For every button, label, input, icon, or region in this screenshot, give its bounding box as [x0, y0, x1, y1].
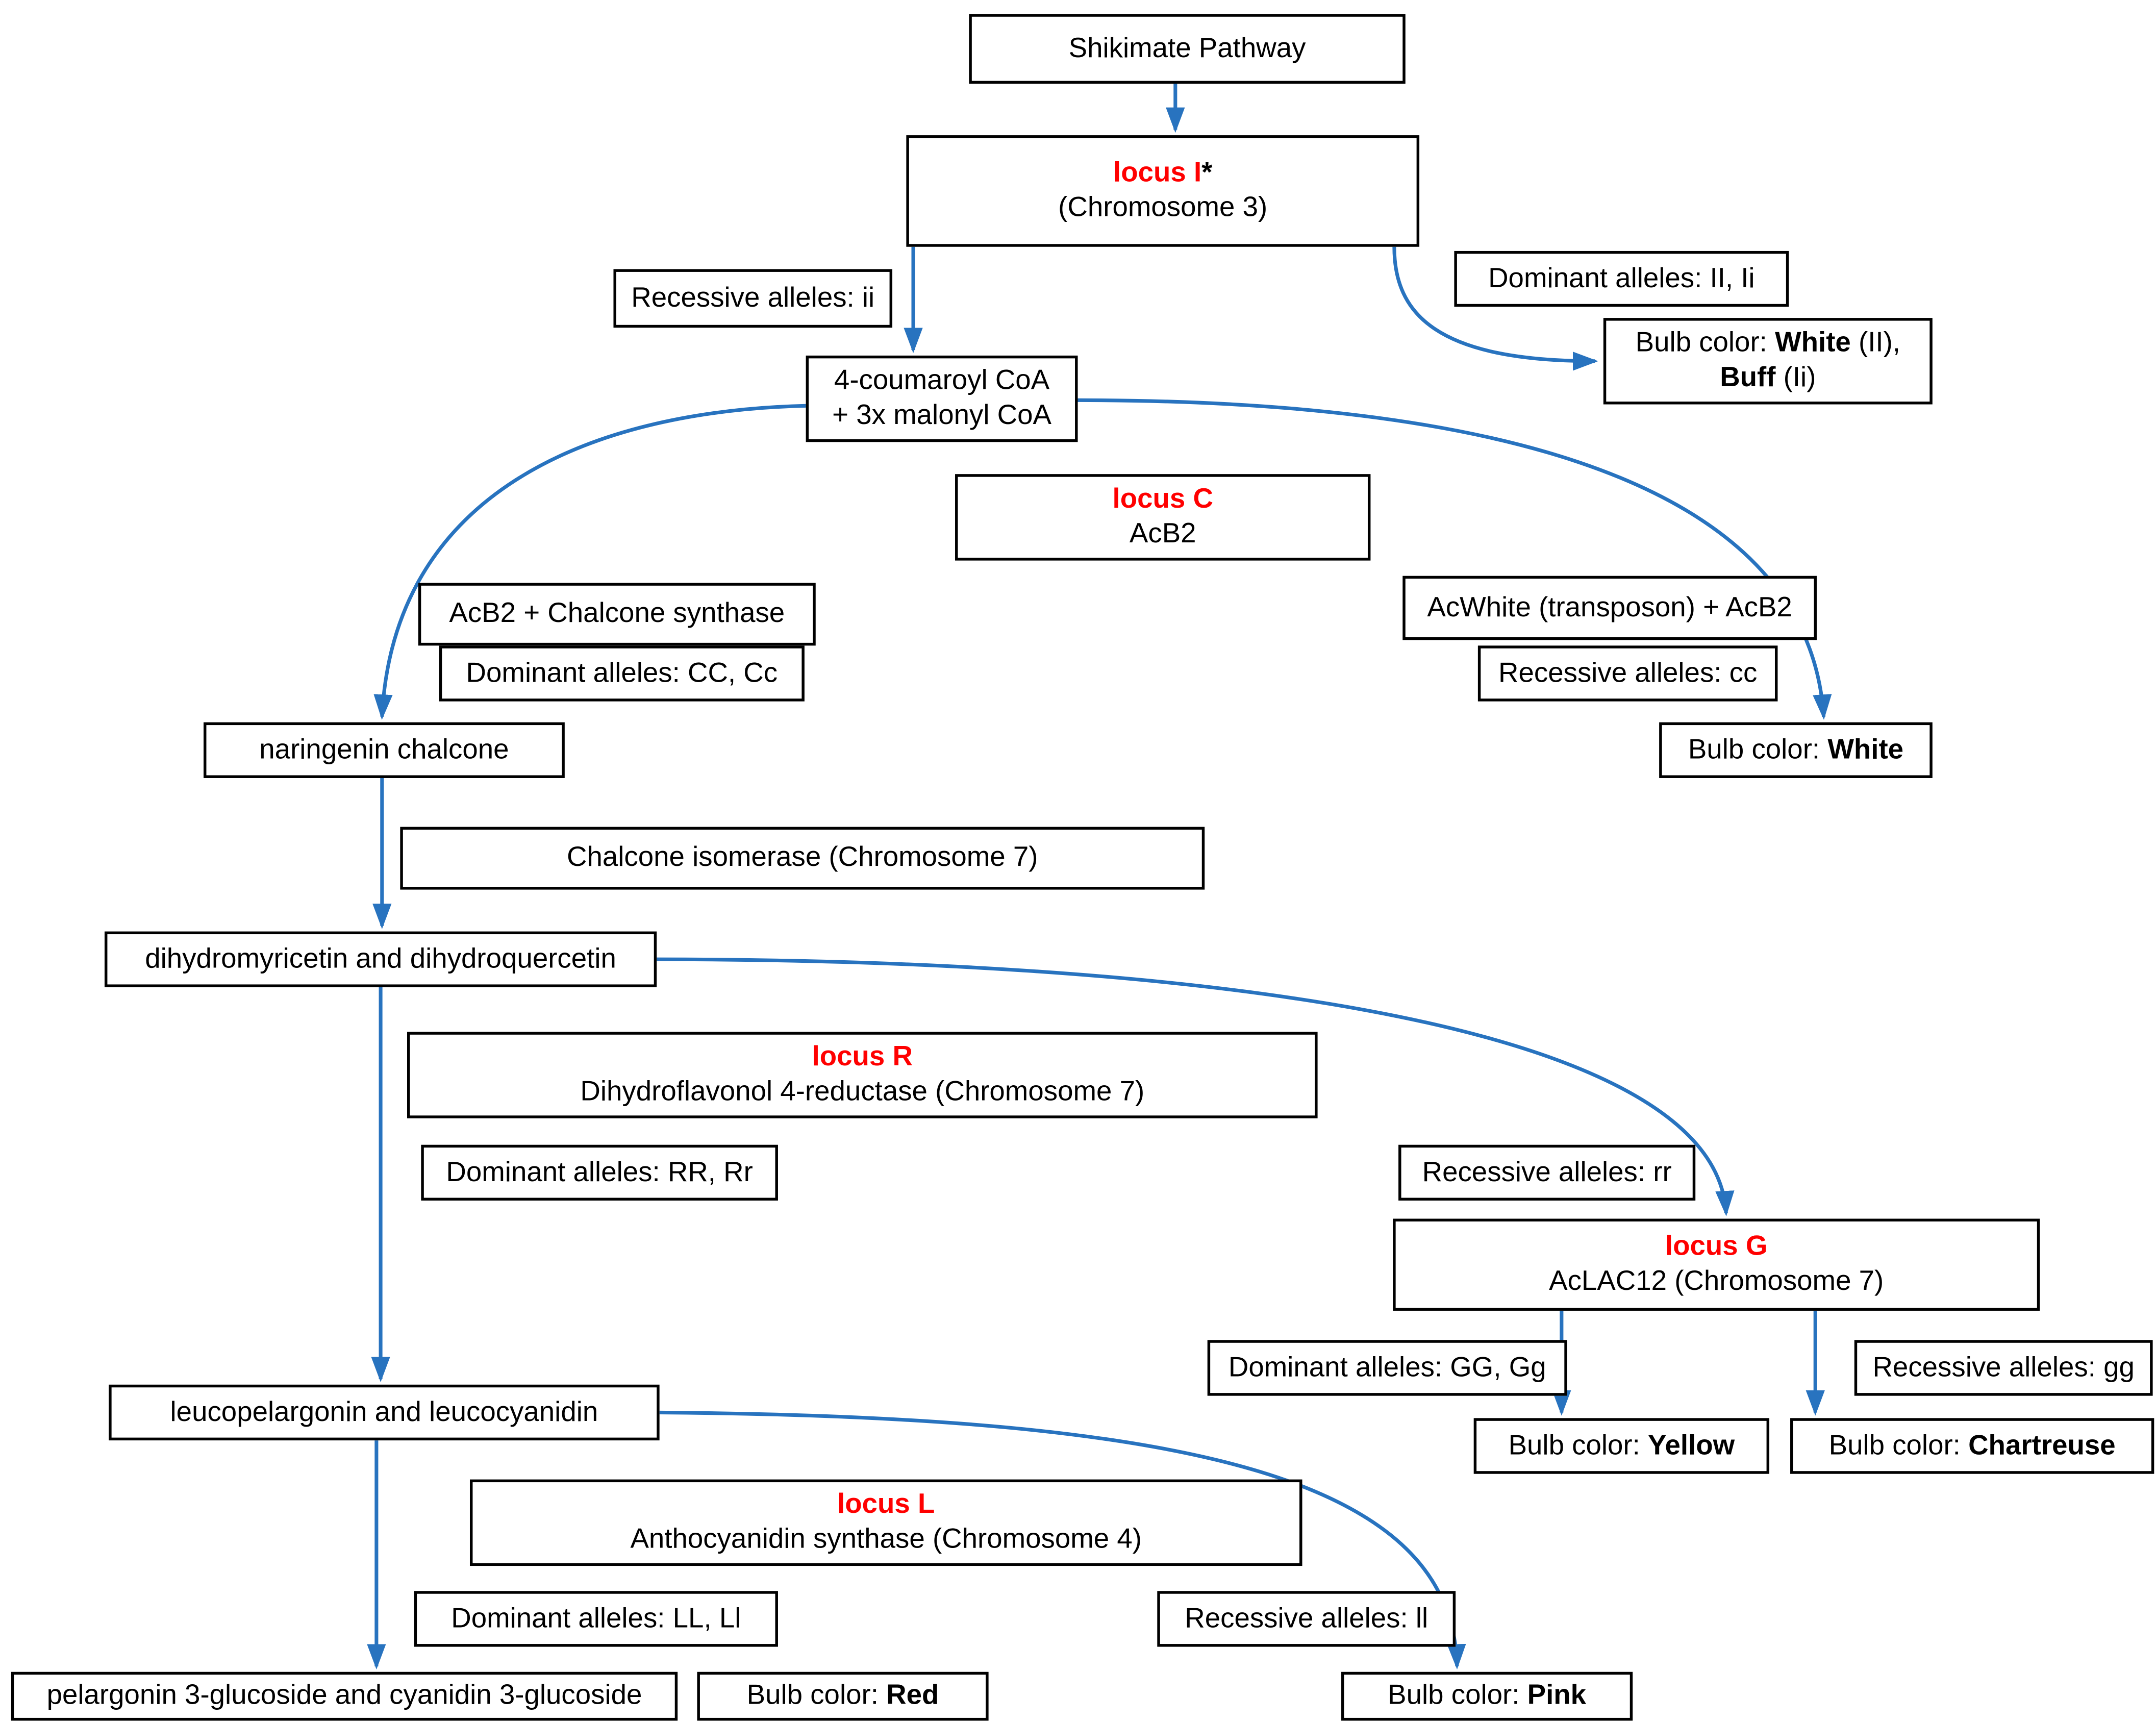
locus-i-title-line: locus I*: [1113, 156, 1212, 191]
bulb-pink-text: Bulb color: Pink: [1388, 1679, 1586, 1713]
dihydro-label: dihydromyricetin and dihydroquercetin: [145, 943, 616, 974]
node-dominant-alleles-ll: Dominant alleles: LL, Ll: [414, 1591, 778, 1647]
recessive-ll-label: Recessive alleles: ll: [1185, 1603, 1428, 1634]
node-locus-g: locus G AcLAC12 (Chromosome 7): [1393, 1218, 2040, 1311]
locus-g-subtitle: AcLAC12 (Chromosome 7): [1549, 1266, 1884, 1297]
node-locus-i: locus I* (Chromosome 3): [906, 135, 1420, 247]
node-bulb-color-yellow: Bulb color: Yellow: [1473, 1418, 1770, 1474]
node-bulb-color-pink: Bulb color: Pink: [1341, 1671, 1633, 1721]
node-leucopelargonin: leucopelargonin and leucocyanidin: [109, 1384, 660, 1441]
locus-c-title: locus C: [1112, 484, 1213, 515]
node-recessive-alleles-gg: Recessive alleles: gg: [1854, 1340, 2153, 1396]
node-dominant-alleles-cc: Dominant alleles: CC, Cc: [439, 645, 805, 702]
node-naringenin-chalcone: naringenin chalcone: [204, 722, 565, 778]
recessive-gg-label: Recessive alleles: gg: [1872, 1352, 2135, 1383]
coumaroyl-line1: 4-coumaroyl CoA: [834, 365, 1050, 396]
naringenin-label: naringenin chalcone: [259, 734, 509, 765]
recessive-ii-label: Recessive alleles: ii: [631, 282, 875, 313]
node-dominant-alleles-ii: Dominant alleles: II, Ii: [1454, 251, 1789, 307]
bulb-white-value: White: [1827, 734, 1904, 765]
node-acb2-chalcone-synthase: AcB2 + Chalcone synthase: [418, 583, 816, 646]
bulb-pink-prefix: Bulb color:: [1388, 1680, 1527, 1711]
shikimate-label: Shikimate Pathway: [1068, 33, 1306, 64]
bulb-pink-value: Pink: [1527, 1680, 1587, 1711]
locus-i-asterisk: *: [1201, 157, 1213, 188]
bulb-white-buff-buff: Buff: [1720, 362, 1776, 393]
bulb-red-value: Red: [886, 1680, 939, 1711]
node-pelargonin-glucoside: pelargonin 3-glucoside and cyanidin 3-gl…: [11, 1671, 678, 1721]
node-acwhite-transposon: AcWhite (transposon) + AcB2: [1402, 576, 1817, 640]
node-locus-r: locus R Dihydroflavonol 4-reductase (Chr…: [407, 1032, 1318, 1118]
bulb-red-prefix: Bulb color:: [746, 1680, 887, 1711]
node-coumaroyl-malonyl: 4-coumaroyl CoA + 3x malonyl CoA: [806, 355, 1078, 442]
dominant-gg-label: Dominant alleles: GG, Gg: [1228, 1352, 1546, 1383]
dominant-rr-label: Dominant alleles: RR, Rr: [446, 1156, 753, 1188]
recessive-rr-label: Recessive alleles: rr: [1422, 1156, 1672, 1188]
chalcone-isomerase-label: Chalcone isomerase (Chromosome 7): [567, 842, 1038, 873]
dominant-cc-label: Dominant alleles: CC, Cc: [466, 657, 778, 688]
bulb-white-prefix: Bulb color:: [1688, 734, 1828, 765]
node-bulb-color-white-buff: Bulb color: White (II), Buff (Ii): [1603, 318, 1933, 405]
acb2-chalcone-label: AcB2 + Chalcone synthase: [449, 598, 785, 629]
bulb-white-buff-prefix: Bulb color:: [1635, 328, 1775, 359]
dominant-ll-label: Dominant alleles: LL, Ll: [451, 1603, 741, 1634]
bulb-yellow-value: Yellow: [1648, 1430, 1735, 1461]
bulb-chartreuse-value: Chartreuse: [1968, 1430, 2116, 1461]
node-shikimate-pathway: Shikimate Pathway: [969, 14, 1406, 84]
node-chalcone-isomerase: Chalcone isomerase (Chromosome 7): [400, 827, 1205, 890]
bulb-yellow-text: Bulb color: Yellow: [1509, 1429, 1735, 1463]
locus-i-subtitle: (Chromosome 3): [1058, 192, 1268, 223]
dominant-ii-label: Dominant alleles: II, Ii: [1488, 263, 1755, 294]
locus-l-subtitle: Anthocyanidin synthase (Chromosome 4): [630, 1524, 1142, 1555]
leuco-label: leucopelargonin and leucocyanidin: [170, 1396, 598, 1428]
locus-l-title: locus L: [837, 1489, 935, 1520]
bulb-white-buff-mid: (II),: [1850, 328, 1900, 359]
node-recessive-alleles-ll: Recessive alleles: ll: [1157, 1591, 1456, 1647]
bulb-white-buff-line2: Buff (Ii): [1720, 361, 1816, 396]
locus-g-title: locus G: [1665, 1231, 1768, 1262]
node-recessive-alleles-rr: Recessive alleles: rr: [1398, 1144, 1696, 1201]
locus-r-subtitle: Dihydroflavonol 4-reductase (Chromosome …: [580, 1076, 1145, 1107]
node-locus-l: locus L Anthocyanidin synthase (Chromoso…: [469, 1479, 1302, 1566]
bulb-chartreuse-prefix: Bulb color:: [1828, 1430, 1969, 1461]
node-bulb-color-chartreuse: Bulb color: Chartreuse: [1790, 1418, 2154, 1474]
recessive-cc-label: Recessive alleles: cc: [1498, 657, 1758, 688]
bulb-white-buff-white: White: [1775, 328, 1851, 359]
coumaroyl-line2: + 3x malonyl CoA: [832, 400, 1051, 431]
node-dominant-alleles-rr: Dominant alleles: RR, Rr: [421, 1144, 778, 1201]
bulb-yellow-prefix: Bulb color:: [1508, 1430, 1648, 1461]
node-bulb-color-red: Bulb color: Red: [697, 1671, 989, 1721]
bulb-white-text: Bulb color: White: [1688, 733, 1903, 767]
bulb-white-buff-line1: Bulb color: White (II),: [1636, 326, 1900, 361]
node-bulb-color-white: Bulb color: White: [1659, 722, 1933, 778]
bulb-red-text: Bulb color: Red: [747, 1679, 939, 1713]
pelargonin-label: pelargonin 3-glucoside and cyanidin 3-gl…: [46, 1680, 642, 1711]
locus-r-title: locus R: [812, 1041, 913, 1072]
node-recessive-alleles-ii: Recessive alleles: ii: [613, 269, 893, 328]
bulb-white-buff-suffix: (Ii): [1775, 362, 1816, 393]
node-dominant-alleles-gg: Dominant alleles: GG, Gg: [1207, 1340, 1567, 1396]
node-dihydromyricetin: dihydromyricetin and dihydroquercetin: [104, 931, 657, 987]
bulb-chartreuse-text: Bulb color: Chartreuse: [1829, 1429, 2116, 1463]
locus-c-subtitle: AcB2: [1129, 518, 1196, 550]
node-recessive-alleles-cc: Recessive alleles: cc: [1477, 645, 1778, 702]
locus-i-title: locus I: [1113, 157, 1202, 188]
node-locus-c: locus C AcB2: [955, 474, 1371, 561]
acwhite-label: AcWhite (transposon) + AcB2: [1427, 592, 1792, 623]
